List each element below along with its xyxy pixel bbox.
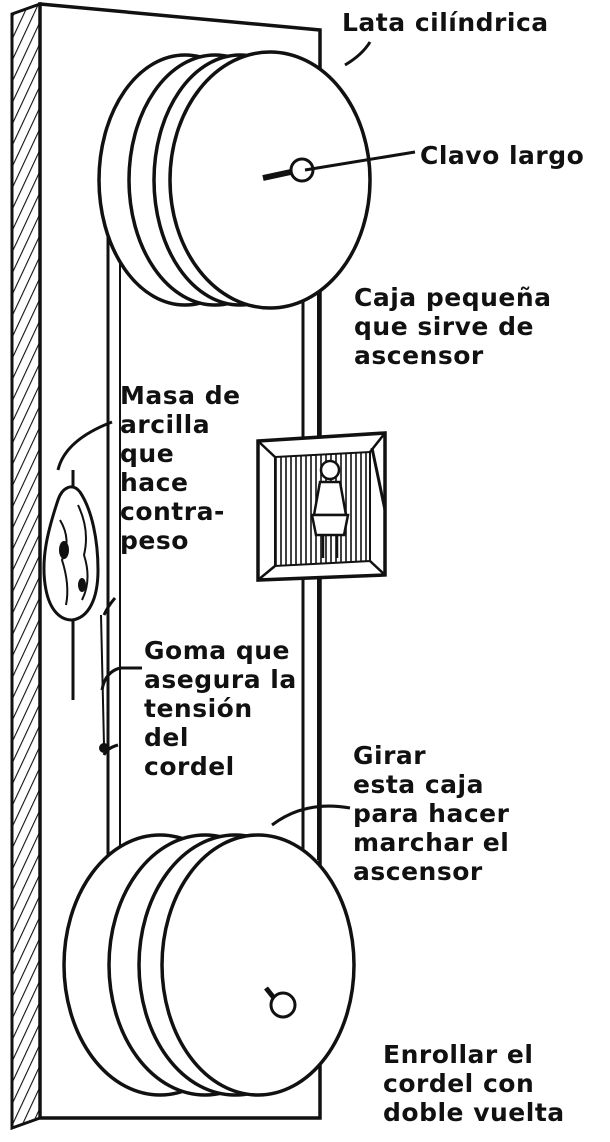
label-caja: Caja pequeña que sirve de ascensor: [354, 283, 552, 370]
label-masa: Masa de arcilla que hace contra- peso: [120, 381, 241, 555]
bottom-spool: [62, 833, 356, 1097]
label-lata: Lata cilíndrica: [342, 8, 549, 37]
label-enrollar: Enrollar el cordel con doble vuelta: [383, 1040, 565, 1127]
elevator-box: [256, 431, 387, 582]
label-girar: Girar esta caja para hacer marchar el as…: [353, 741, 510, 886]
label-goma: Goma que asegura la tensión del cordel: [144, 636, 297, 781]
label-clavo: Clavo largo: [420, 141, 585, 170]
bottom-nail: [264, 986, 297, 1019]
clay-counterweight: [42, 470, 100, 700]
top-can: [97, 50, 372, 310]
passenger-figure: [310, 459, 350, 558]
leader-lines: [56, 41, 416, 827]
